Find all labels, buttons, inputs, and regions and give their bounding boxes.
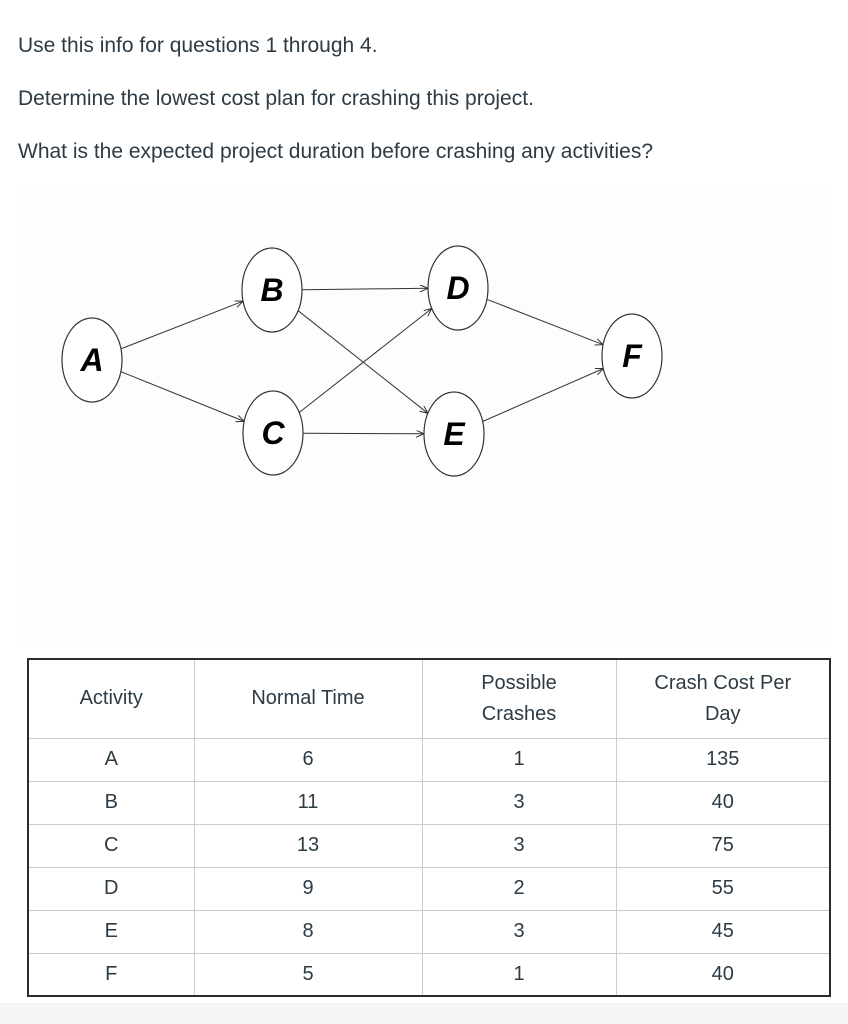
table-cell-F-activity: F xyxy=(27,952,195,997)
diagram-edge-D-F xyxy=(486,298,603,344)
diagram-edge-E-F xyxy=(482,369,604,422)
diagram-edges xyxy=(120,288,604,434)
table-header-cell-1: Normal Time xyxy=(193,658,423,739)
diagram-node-D: D xyxy=(427,245,489,331)
node-label-C: C xyxy=(261,415,285,451)
table-cell-D-normal_time: 9 xyxy=(193,866,423,911)
diagram-node-E: E xyxy=(423,391,485,477)
diagram-node-A: A xyxy=(61,317,123,403)
node-ellipse-E xyxy=(423,391,485,477)
table-cell-F-possible_crashes: 1 xyxy=(421,952,617,997)
question-intro-block: Use this info for questions 1 through 4.… xyxy=(0,0,848,166)
table-cell-A-possible_crashes: 1 xyxy=(421,737,617,782)
table-cell-D-crash_cost_per_day: 55 xyxy=(615,866,831,911)
diagram-node-F: F xyxy=(601,313,663,399)
node-label-E: E xyxy=(443,416,466,452)
table-header-cell-3: Crash Cost Per Day xyxy=(615,658,831,739)
table-header-cell-0: Activity xyxy=(27,658,195,739)
table-cell-C-possible_crashes: 3 xyxy=(421,823,617,868)
table-cell-D-activity: D xyxy=(27,866,195,911)
table-header-cell-2: Possible Crashes xyxy=(421,658,617,739)
node-ellipse-C xyxy=(242,390,304,476)
node-ellipse-F xyxy=(601,313,663,399)
diagram-edge-B-D xyxy=(301,288,428,289)
table-cell-B-normal_time: 11 xyxy=(193,780,423,825)
node-label-B: B xyxy=(260,272,283,308)
question-prompt-line: What is the expected project duration be… xyxy=(18,140,654,163)
question-instruction-line: Determine the lowest cost plan for crash… xyxy=(18,87,534,110)
diagram-node-B: B xyxy=(241,247,303,333)
network-diagram-svg: A B C D E F xyxy=(61,245,663,477)
diagram-nodes: A B C D E F xyxy=(61,245,663,477)
table-cell-B-crash_cost_per_day: 40 xyxy=(615,780,831,825)
node-label-A: A xyxy=(79,342,103,378)
table-cell-C-activity: C xyxy=(27,823,195,868)
diagram-edge-C-D xyxy=(298,309,432,413)
table-cell-D-possible_crashes: 2 xyxy=(421,866,617,911)
table-cell-B-possible_crashes: 3 xyxy=(421,780,617,825)
table-cell-E-crash_cost_per_day: 45 xyxy=(615,909,831,954)
table-cell-C-crash_cost_per_day: 75 xyxy=(615,823,831,868)
table-cell-A-normal_time: 6 xyxy=(193,737,423,782)
diagram-edge-A-C xyxy=(120,371,244,422)
table-cell-B-activity: B xyxy=(27,780,195,825)
project-network-figure: A B C D E F xyxy=(18,191,830,645)
table-cell-A-activity: A xyxy=(27,737,195,782)
table-cell-A-crash_cost_per_day: 135 xyxy=(615,737,831,782)
table-cell-F-crash_cost_per_day: 40 xyxy=(615,952,831,997)
node-label-D: D xyxy=(446,270,469,306)
diagram-edge-A-B xyxy=(120,301,243,350)
diagram-node-C: C xyxy=(242,390,304,476)
table-cell-C-normal_time: 13 xyxy=(193,823,423,868)
node-label-F: F xyxy=(622,338,643,374)
node-ellipse-A xyxy=(61,317,123,403)
table-cell-F-normal_time: 5 xyxy=(193,952,423,997)
node-ellipse-D xyxy=(427,245,489,331)
table-cell-E-possible_crashes: 3 xyxy=(421,909,617,954)
table-cell-E-activity: E xyxy=(27,909,195,954)
node-ellipse-B xyxy=(241,247,303,333)
diagram-edge-C-E xyxy=(302,433,424,434)
page-bottom-band xyxy=(0,1003,848,1024)
table-cell-E-normal_time: 8 xyxy=(193,909,423,954)
question-intro-line: Use this info for questions 1 through 4. xyxy=(18,34,378,57)
